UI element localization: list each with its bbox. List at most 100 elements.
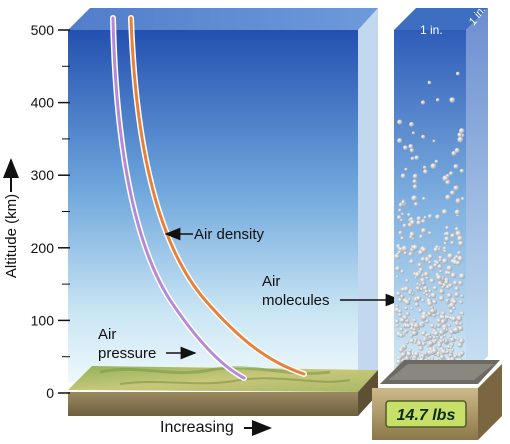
- air-molecule: [410, 306, 414, 310]
- air-molecule: [402, 324, 406, 328]
- air-molecule: [457, 255, 464, 262]
- air-molecule: [454, 147, 460, 154]
- air-molecule: [450, 316, 457, 322]
- air-molecule: [399, 317, 406, 324]
- air-molecule: [458, 128, 465, 134]
- air-molecule: [442, 338, 446, 342]
- air-molecule: [434, 338, 438, 343]
- air-molecule: [421, 247, 427, 253]
- air-molecule: [411, 330, 418, 336]
- air-molecule: [420, 277, 426, 283]
- air-molecule: [401, 212, 405, 216]
- air-molecule: [442, 258, 448, 264]
- air-molecule: [459, 350, 465, 356]
- air-molecule: [452, 280, 458, 286]
- air-molecule: [397, 297, 403, 303]
- air-molecule: [428, 231, 432, 235]
- air-molecule: [409, 235, 413, 239]
- air-molecule: [460, 196, 465, 201]
- air-molecule: [405, 278, 409, 283]
- air-molecule: [409, 122, 414, 127]
- air-molecule: [442, 175, 449, 182]
- air-molecule: [446, 350, 450, 354]
- air-molecule: [421, 219, 426, 224]
- block-top-face: [68, 8, 378, 30]
- air-molecule: [406, 323, 411, 329]
- air-molecule: [413, 340, 417, 344]
- air-molecule: [428, 265, 435, 271]
- air-molecule: [412, 244, 419, 251]
- profile-curves: [110, 15, 307, 381]
- air-molecule: [453, 164, 459, 169]
- column-width-label: 1 in.: [420, 23, 443, 37]
- air-molecule: [450, 233, 456, 239]
- air-molecule: [417, 262, 423, 268]
- air-molecule: [396, 359, 402, 365]
- air-molecule: [441, 209, 448, 215]
- air-molecule: [413, 322, 420, 329]
- air-molecule: [421, 321, 425, 325]
- scale-reading: 14.7 lbs: [397, 407, 456, 424]
- air-molecule: [453, 326, 460, 333]
- atmosphere-block: [68, 8, 378, 416]
- air-molecule: [444, 280, 449, 285]
- air-molecule: [419, 234, 424, 239]
- air-molecule: [395, 319, 400, 324]
- air-molecule: [450, 190, 455, 196]
- air-molecule: [435, 98, 440, 102]
- air-molecule: [436, 274, 443, 281]
- air-molecule: [420, 287, 424, 291]
- air-molecule: [457, 280, 463, 286]
- air-molecule: [440, 318, 446, 325]
- x-axis: Increasing: [160, 419, 272, 436]
- air-molecule: [436, 354, 440, 358]
- air-molecule: [458, 338, 465, 344]
- air-molecule: [414, 302, 420, 307]
- air-molecule: [399, 333, 404, 338]
- air-molecules-label-line1: Air: [262, 273, 280, 290]
- air-molecule: [395, 291, 401, 297]
- air-molecule: [433, 247, 439, 253]
- air-molecule: [427, 311, 432, 316]
- air-molecule: [412, 184, 418, 189]
- x-axis-label: Increasing: [160, 419, 234, 436]
- air-molecule: [405, 341, 409, 345]
- air-pressure-label-line1: Air: [98, 326, 116, 343]
- air-molecule: [413, 351, 419, 357]
- air-molecule: [413, 202, 419, 207]
- air-molecule: [409, 148, 415, 153]
- air-molecule: [442, 327, 447, 331]
- air-molecule: [432, 285, 438, 291]
- air-molecule: [442, 315, 446, 320]
- y-tick-label: 400: [31, 95, 55, 111]
- air-molecule: [459, 273, 465, 280]
- air-molecule: [454, 227, 459, 232]
- air-molecule: [457, 235, 463, 242]
- air-molecule: [450, 272, 457, 279]
- air-molecule: [438, 255, 443, 260]
- air-molecule: [459, 168, 465, 174]
- air-density-callout: Air density: [164, 226, 265, 243]
- air-molecule: [453, 185, 459, 191]
- air-molecule: [414, 271, 421, 278]
- air-molecule: [437, 324, 441, 328]
- column-top-face: [394, 8, 488, 30]
- y-tick-label: 500: [31, 22, 55, 38]
- air-molecule: [401, 200, 406, 205]
- air-molecule: [445, 231, 450, 237]
- air-molecule: [404, 306, 409, 311]
- air-molecule: [411, 131, 415, 135]
- air-molecule: [420, 100, 426, 105]
- air-density-label: Air density: [194, 226, 265, 243]
- air-molecule: [416, 216, 422, 222]
- air-molecule: [412, 173, 418, 179]
- air-molecule: [408, 290, 413, 295]
- air-molecule: [422, 196, 426, 201]
- air-molecules-label-line2: molecules: [262, 292, 330, 309]
- air-molecule: [437, 264, 443, 269]
- air-molecule: [440, 348, 447, 355]
- air-molecule: [447, 323, 452, 328]
- y-tick-label: 200: [31, 240, 55, 256]
